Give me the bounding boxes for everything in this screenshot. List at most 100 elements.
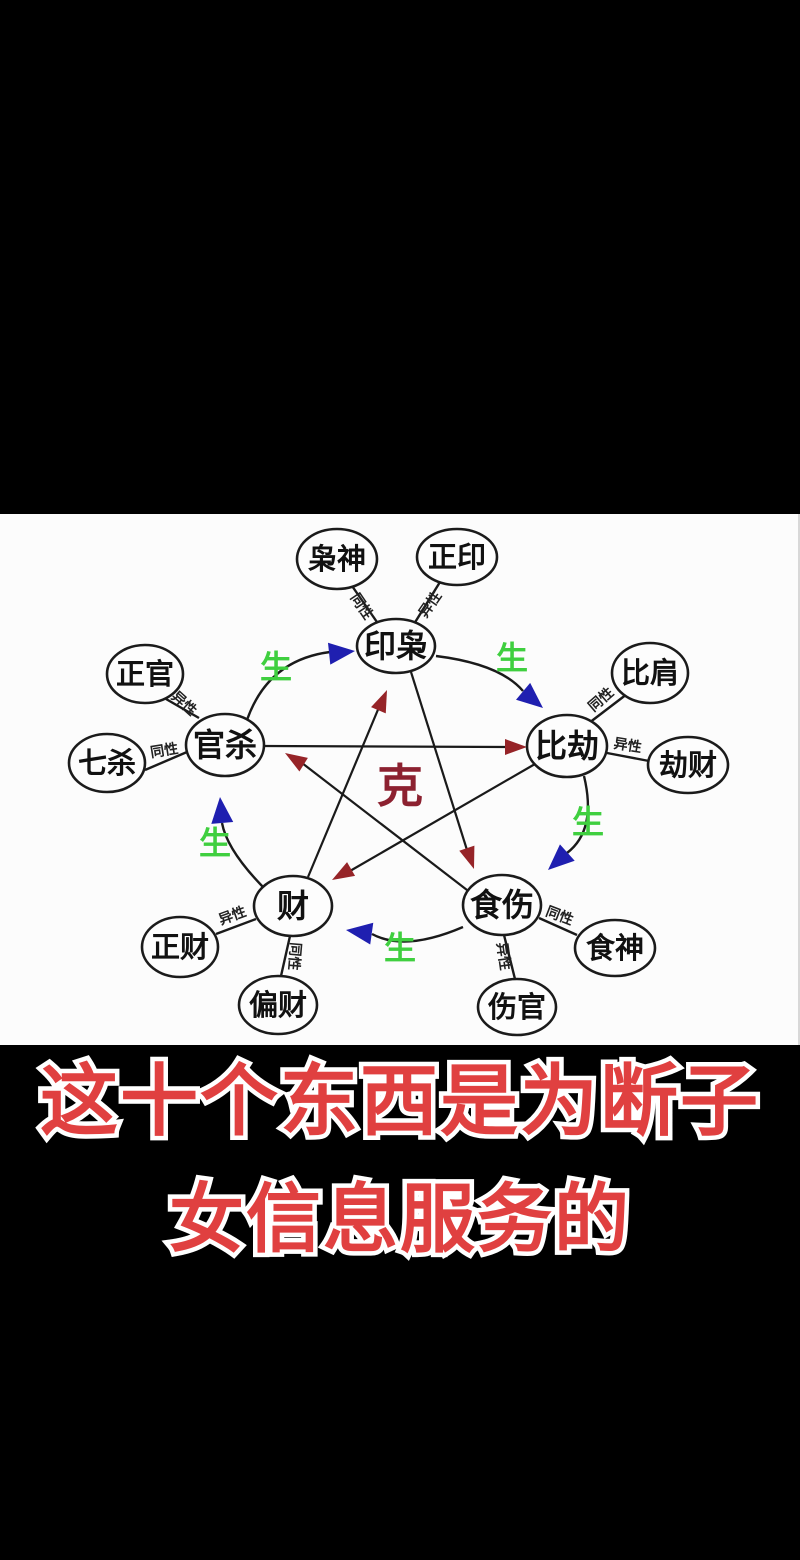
polarity-labels: 同性 异性 同性 异性 同性 异性 同性 异性 同性 异性	[149, 588, 643, 971]
star-bijie-to-cai	[349, 763, 536, 872]
node-label: 七杀	[78, 746, 136, 780]
node-label: 比肩	[621, 656, 679, 690]
polarity-label: 同性	[149, 740, 179, 760]
caption-svg: 这十个东西是为断子 女信息服务的	[35, 1053, 762, 1266]
grow-label: 生	[199, 825, 231, 861]
node-zhengguan: 正官	[105, 643, 185, 705]
connector-bijie-bijian	[588, 693, 628, 724]
node-label: 食神	[586, 931, 644, 965]
node-zhengyin: 正印	[415, 527, 499, 587]
grow-label: 生	[496, 640, 528, 676]
node-label: 比劫	[535, 728, 599, 764]
connector-cai-piancai	[279, 935, 292, 977]
caption-panel: 这十个东西是为断子 女信息服务的	[0, 1045, 800, 1560]
node-label: 劫财	[659, 749, 717, 782]
connector-guansha-zhengguan	[165, 697, 200, 720]
connector-yinxiao-xiaoshen	[349, 582, 380, 626]
node-label: 正印	[428, 541, 486, 574]
overcome-label: 克	[377, 760, 423, 812]
arrowhead-red-icon	[332, 862, 356, 880]
node-circle	[67, 732, 147, 794]
arrowhead-red-icon	[371, 690, 387, 714]
ten-gods-diagram-panel: 同性 异性 同性 异性 同性 异性 同性 异性 同性 异性 印枭 比劫 食伤 财…	[0, 514, 800, 1045]
node-label: 食伤	[470, 887, 534, 923]
grow-label: 生	[384, 930, 416, 966]
node-bijie: 比劫	[525, 713, 609, 779]
node-circle	[237, 974, 319, 1036]
polarity-label: 同性	[585, 684, 617, 714]
connector-shishang-shangguan	[502, 934, 517, 980]
polarity-label: 同性	[544, 903, 576, 928]
arc-shishang-to-cai	[371, 925, 464, 943]
connector-bijie-jiecai	[606, 751, 650, 763]
caption-line-1: 这十个东西是为断子	[40, 1057, 760, 1145]
arc-yinxiao-to-bijie	[435, 654, 524, 692]
generation-arcs	[211, 642, 590, 945]
node-circle	[415, 527, 499, 587]
star-shishang-to-guansha	[301, 762, 468, 891]
node-xiaoshen: 枭神	[295, 527, 379, 591]
node-circle	[355, 617, 437, 675]
overcoming-star-lines	[263, 671, 536, 891]
satellite-nodes: 枭神 正印 比肩 劫财 食神 伤官 偏财 正财	[67, 527, 730, 1037]
node-label: 财	[277, 888, 309, 924]
node-qisha: 七杀	[67, 732, 147, 794]
node-label: 枭神	[308, 542, 366, 576]
node-bijian: 比肩	[610, 641, 690, 705]
polarity-label: 异性	[613, 735, 643, 755]
arrowhead-blue-icon	[327, 642, 355, 665]
arrowhead-red-icon	[505, 739, 527, 755]
arc-bijie-to-shishang	[566, 775, 590, 854]
star-cai-to-yinxiao	[306, 699, 384, 878]
node-label: 伤官	[487, 991, 546, 1024]
arrowhead-blue-icon	[548, 844, 575, 870]
node-piancai: 偏财	[237, 974, 319, 1036]
arrowhead-blue-icon	[211, 797, 234, 824]
node-circle	[140, 915, 220, 979]
node-shangguan: 伤官	[476, 977, 558, 1037]
caption-line-2: 女信息服务的	[169, 1177, 631, 1261]
cycle-labels: 生 生 生 生 生 克	[199, 640, 604, 966]
arrowhead-red-icon	[285, 753, 308, 772]
polarity-label: 同性	[286, 942, 304, 971]
node-label: 印枭	[364, 628, 428, 664]
arrowhead-blue-icon	[516, 682, 543, 708]
node-yinxiao: 印枭	[355, 617, 437, 675]
node-circle	[573, 918, 657, 978]
node-label: 正财	[151, 931, 209, 964]
node-shishen: 食神	[573, 918, 657, 978]
node-zhengcai: 正财	[140, 915, 220, 979]
connector-yinxiao-zhengyin	[412, 581, 442, 625]
node-circle	[461, 873, 543, 937]
arrowhead-red-icon	[459, 845, 475, 869]
node-shishang: 食伤	[461, 873, 543, 937]
ten-gods-diagram: 同性 异性 同性 异性 同性 异性 同性 异性 同性 异性 印枭 比劫 食伤 财…	[67, 527, 730, 1037]
node-circle	[525, 713, 609, 779]
node-circle	[610, 641, 690, 705]
main-nodes: 印枭 比劫 食伤 财 官杀	[184, 617, 609, 938]
node-guansha: 官杀	[184, 712, 266, 778]
node-circle	[646, 735, 730, 795]
node-circle	[184, 712, 266, 778]
grow-label: 生	[260, 649, 292, 685]
arc-cai-to-guansha	[220, 822, 264, 888]
node-cai: 财	[252, 874, 334, 938]
node-circle	[476, 977, 558, 1037]
polarity-label: 同性	[348, 590, 377, 622]
polarity-label: 异性	[494, 941, 514, 971]
node-jiecai: 劫财	[646, 735, 730, 795]
node-label: 偏财	[249, 989, 307, 1022]
node-circle	[295, 527, 379, 591]
connector-cai-zhengcai	[215, 917, 257, 936]
satellite-connectors	[144, 581, 650, 980]
node-label: 正官	[116, 658, 174, 691]
arc-guansha-to-yinxiao	[245, 650, 331, 721]
star-guansha-to-bijie	[263, 744, 509, 749]
node-circle	[252, 874, 334, 938]
node-circle	[105, 643, 185, 705]
star-yinxiao-to-shishang	[409, 671, 469, 851]
connector-shishang-shishen	[538, 916, 578, 937]
node-label: 官杀	[193, 727, 257, 763]
grow-label: 生	[572, 804, 604, 840]
